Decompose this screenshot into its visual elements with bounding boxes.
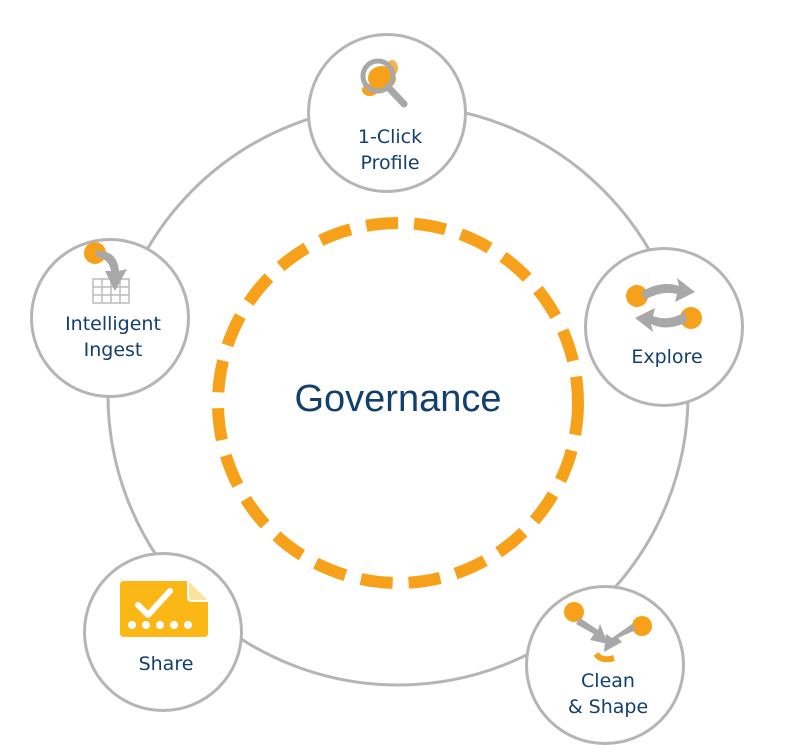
node-intelligent-ingest[interactable]: Intelligent Ingest xyxy=(30,238,190,398)
node-label-line: Explore xyxy=(631,346,703,368)
node-label-line: Profile xyxy=(360,152,420,174)
node-label-line: 1-Click xyxy=(357,126,423,148)
magnifier-icon xyxy=(360,58,408,108)
node-1-click-profile[interactable]: 1-Click Profile xyxy=(307,33,467,193)
node-share[interactable]: Share xyxy=(83,552,243,712)
node-explore[interactable]: Explore xyxy=(584,247,744,407)
node-label-line: Share xyxy=(138,653,194,675)
node-label-line: Ingest xyxy=(83,339,143,361)
ingest-grid-icon xyxy=(84,242,130,304)
merge-arrows-icon xyxy=(564,602,652,662)
node-clean-shape[interactable]: Clean & Shape xyxy=(525,585,685,745)
swap-arrows-icon xyxy=(626,278,702,332)
node-label-line: Intelligent xyxy=(65,313,161,335)
node-label-line: Clean xyxy=(581,670,635,692)
governance-label: Governance xyxy=(294,378,502,420)
node-label-line: & Shape xyxy=(567,696,649,718)
checked-document-icon xyxy=(120,581,208,637)
governance-dashed-ring xyxy=(212,217,584,589)
